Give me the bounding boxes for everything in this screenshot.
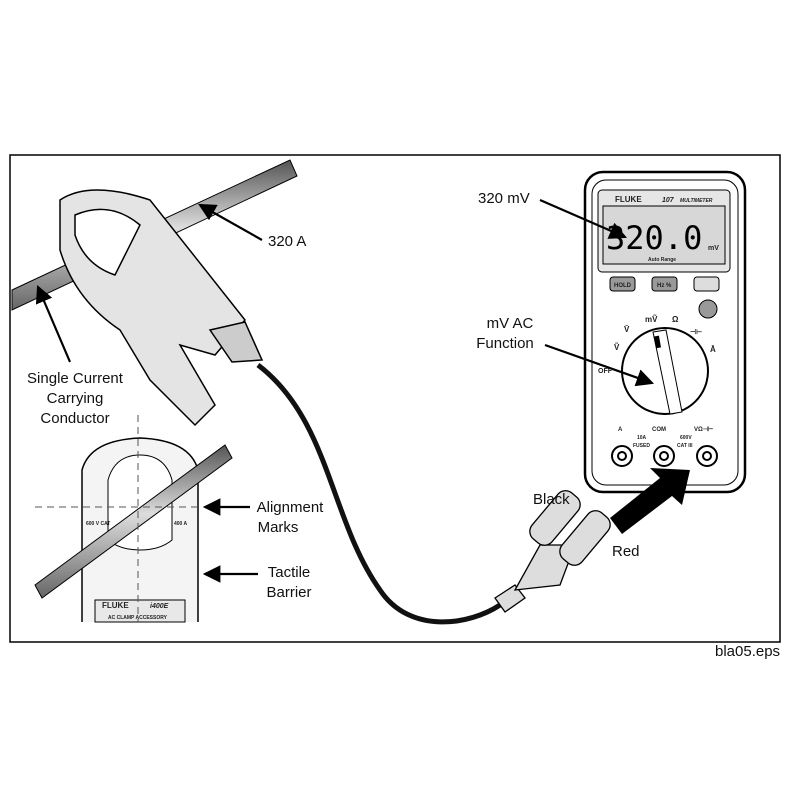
dial-ohm-label: Ω <box>672 315 679 324</box>
blank-button[interactable] <box>693 276 720 292</box>
current-label: 320 A <box>268 233 306 250</box>
meter-model: 107 <box>662 197 675 204</box>
backlight-button[interactable] <box>698 299 718 319</box>
fused-label: 10A <box>637 435 647 441</box>
clamp-brand: FLUKE <box>102 601 129 610</box>
multimeter: FLUKE 107 MULTIMETER 320.0 mV Auto Range… <box>583 170 747 494</box>
fused-label-2: FUSED <box>633 443 650 449</box>
barrier-label-1: Tactile <box>268 564 311 581</box>
dial-amp-label: Ā <box>710 345 716 354</box>
meter-reading: 320.0 <box>606 219 702 257</box>
black-lead-label: Black <box>533 491 570 508</box>
conductor-label-2: Carrying <box>47 390 104 407</box>
jack-a-label: A <box>618 427 623 433</box>
dial-mv-label: mṼ <box>645 315 658 324</box>
dial-off-label: OFF <box>598 368 613 375</box>
meter-range: Auto Range <box>648 257 676 263</box>
dial-vdc-label: V̄ <box>624 325 630 334</box>
cat-label-2: CAT III <box>677 443 693 449</box>
alignment-label-2: Marks <box>258 519 299 536</box>
meter-unit: mV <box>708 245 719 252</box>
red-lead-label: Red <box>612 543 640 560</box>
clamp-model: i400E <box>150 603 169 610</box>
lead-plug <box>494 490 611 613</box>
meter-brand: FLUKE <box>615 195 642 204</box>
jack-v-label: VΩ⊣⊢ <box>694 425 713 433</box>
voltage-label: 320 mV <box>478 190 530 207</box>
insert-arrow-icon <box>610 468 690 534</box>
conductor-label-3: Conductor <box>40 410 109 427</box>
input-jacks[interactable] <box>611 445 718 467</box>
current-clamp <box>59 189 264 427</box>
hold-button-label: HOLD <box>614 283 632 289</box>
function-label-2: Function <box>476 335 534 352</box>
hz-button[interactable] <box>651 276 678 292</box>
figure-frame <box>9 154 781 643</box>
dial-vac-label: Ṽ <box>614 343 620 352</box>
callout-arrows <box>35 198 655 583</box>
meter-type: MULTIMETER <box>680 198 713 204</box>
clamp-left-mark: 600 V CAT <box>86 521 110 527</box>
file-name: bla05.eps <box>715 643 780 660</box>
clamp-right-mark: 400 A <box>174 521 188 527</box>
dial-cap-label: ⊣⊢ <box>690 328 702 336</box>
hz-button-label: Hz % <box>657 283 672 289</box>
alignment-label-1: Alignment <box>257 499 325 516</box>
clamp-subtitle: AC CLAMP ACCESSORY <box>108 615 168 621</box>
hold-button[interactable] <box>609 276 636 292</box>
clamp-jaw-detail: FLUKE i400E AC CLAMP ACCESSORY 600 V CAT… <box>34 415 233 623</box>
jack-com-label: COM <box>652 427 666 433</box>
function-label-1: mV AC <box>487 315 534 332</box>
conductor-label-1: Single Current <box>27 370 124 387</box>
test-lead-cable <box>256 363 502 625</box>
cat-label: 600V <box>680 435 692 441</box>
barrier-label-2: Barrier <box>266 584 311 601</box>
